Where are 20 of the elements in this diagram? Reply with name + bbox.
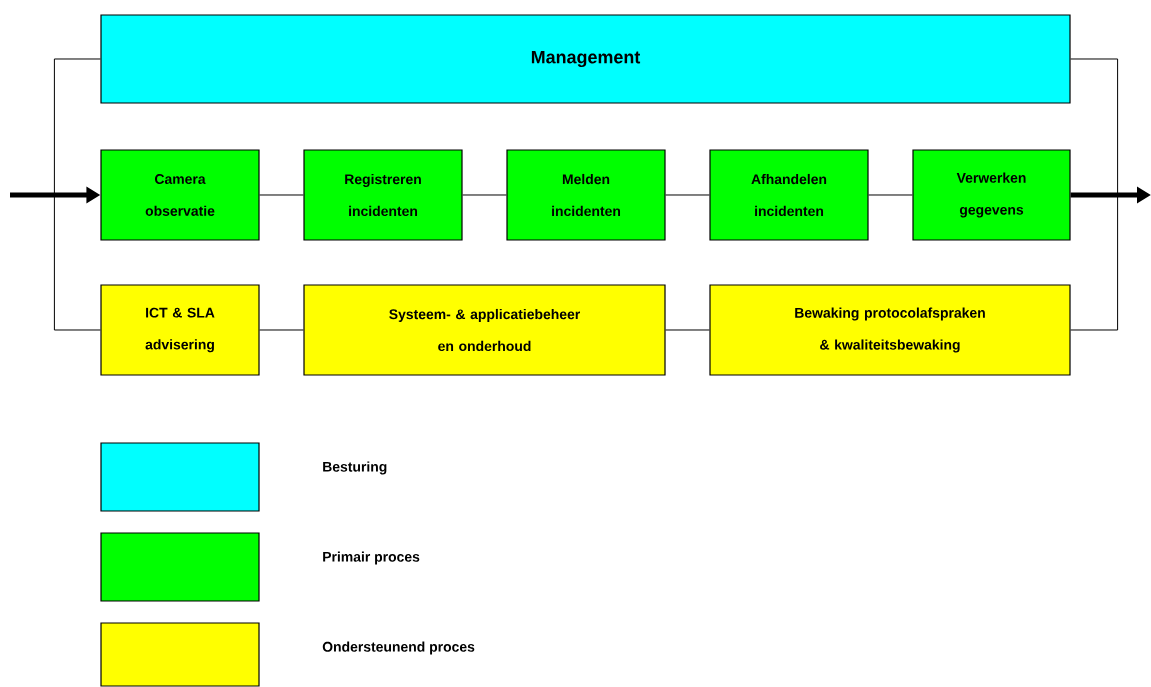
connector-line	[665, 194, 710, 196]
connector-line	[259, 194, 304, 196]
support-box: ICT & SLA advisering	[100, 284, 260, 376]
connector-line	[1070, 58, 1119, 331]
process-box: Camera observatie	[100, 149, 260, 241]
connector-line	[665, 329, 710, 331]
legend-label: Besturing	[323, 461, 387, 475]
connector-line	[462, 194, 507, 196]
support-box: Systeem- & applicatiebeheer en onderhoud	[303, 284, 666, 376]
legend-label: Ondersteunend proces	[322, 641, 475, 655]
process-box: Verwerken gegevens	[912, 149, 1071, 241]
process-box: Registreren incidenten	[303, 149, 463, 241]
process-box: Melden incidenten	[506, 149, 666, 241]
connector-line	[259, 329, 304, 331]
connector-line	[53, 58, 101, 331]
connector-line	[868, 194, 913, 196]
process-box: Afhandelen incidenten	[709, 149, 869, 241]
management-box: Management	[100, 14, 1071, 104]
support-box: Bewaking protocolafspraken & kwaliteitsbewaking	[709, 284, 1071, 376]
legend-label: Primair proces	[323, 551, 420, 565]
